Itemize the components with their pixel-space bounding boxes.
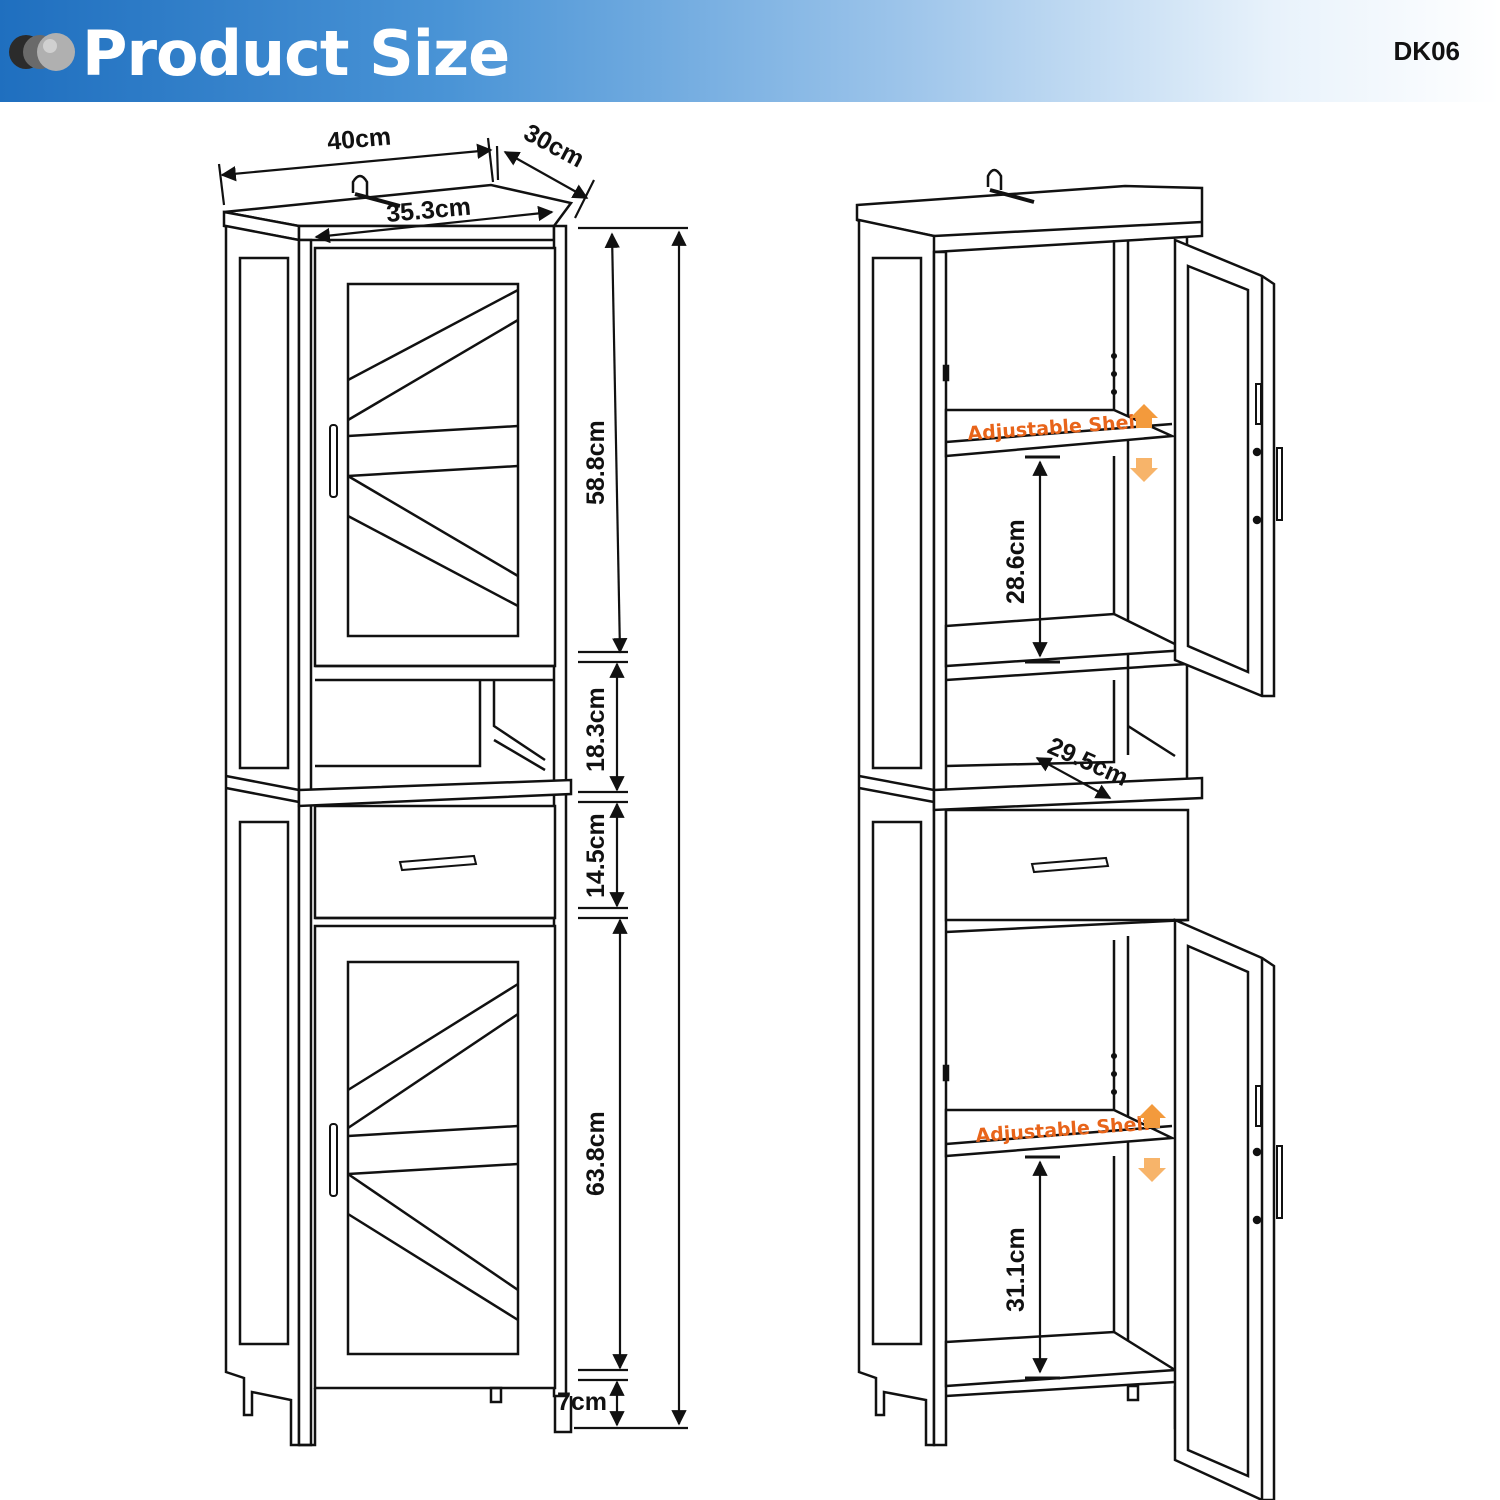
front-view-cabinet [222,174,574,1447]
header-banner: Product Size DK06 [0,0,1500,102]
arrow-up-icon [1138,1104,1166,1128]
arrow-down-icon [1138,1158,1166,1182]
leg-height-dimension: 7cm [557,1388,607,1416]
dimension-lines-front [217,137,688,1430]
open-view-cabinet [855,168,1283,1500]
page-title: Product Size [82,17,510,90]
upper-cabinet-height-dimension: 58.8cm [582,420,610,505]
width-dimension: 40cm [326,123,392,156]
upper-shelf-spacing-dimension: 28.6cm [1002,519,1030,604]
sphere-logo-icon [9,33,75,71]
arrow-up-icon [1130,404,1158,428]
open-shelf-height-dimension: 18.3cm [582,687,610,772]
drawer-height-dimension: 14.5cm [582,813,610,898]
arrow-down-icon [1130,458,1158,482]
dimension-lines-interior [1025,455,1112,1380]
cabinet-drawing: 40cm 30cm 35.3cm 58.8cm 18.3cm 14.5cm 63… [217,119,1283,1500]
model-code: DK06 [1393,36,1460,66]
lower-cabinet-height-dimension: 63.8cm [582,1111,610,1196]
lower-shelf-spacing-dimension: 31.1cm [1002,1227,1030,1312]
